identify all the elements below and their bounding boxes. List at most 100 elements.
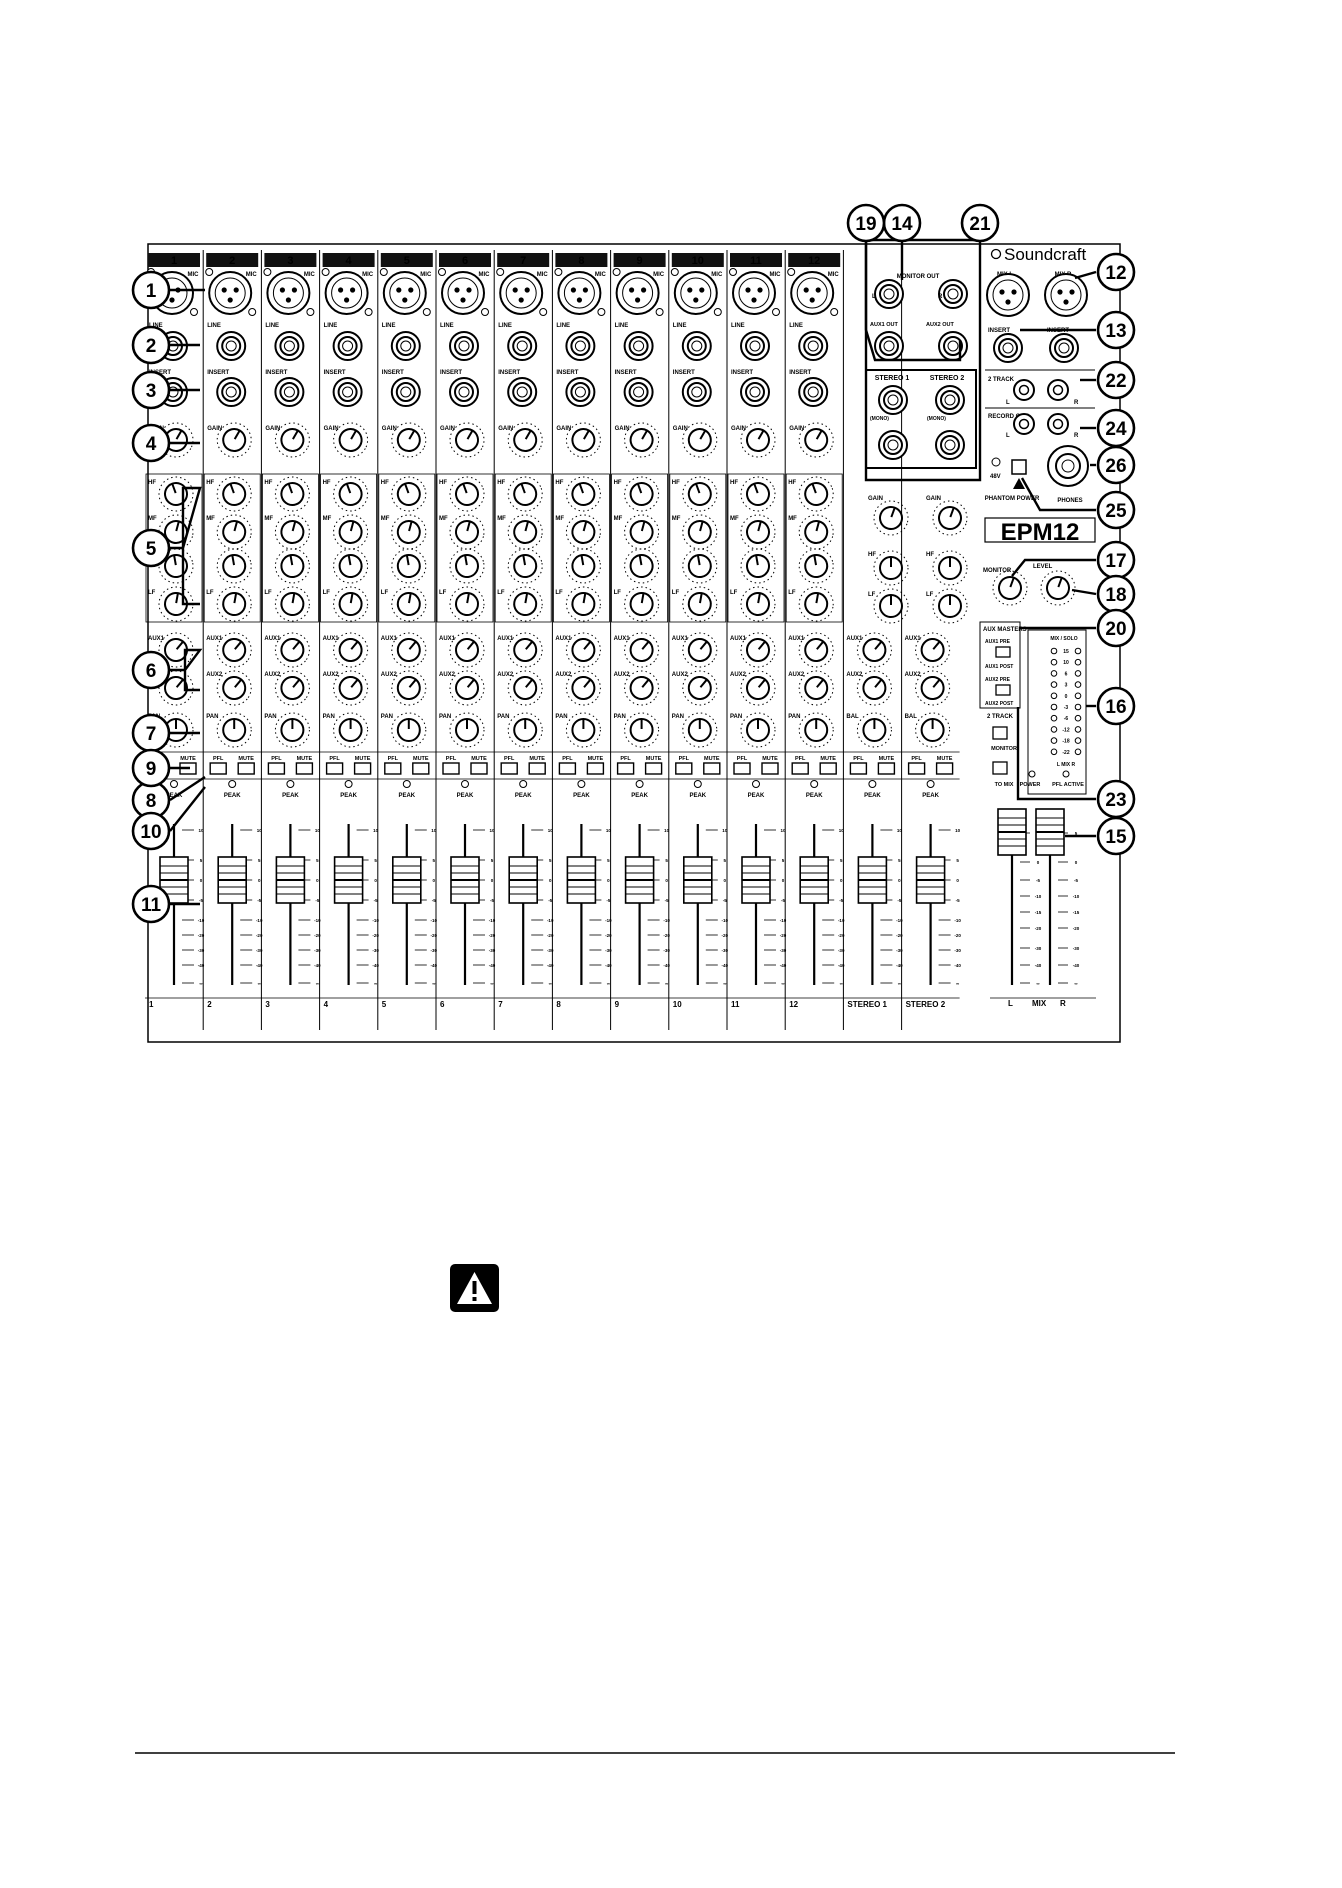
mute-button[interactable] xyxy=(586,762,605,775)
warning-triangle-icon xyxy=(450,1264,499,1312)
mute-button[interactable] xyxy=(528,762,546,775)
screw-icon xyxy=(729,268,737,276)
two-track-monitor-button[interactable] xyxy=(992,726,1008,740)
strip-name-label: STEREO 2 xyxy=(906,1000,946,1009)
mute-button[interactable] xyxy=(935,762,954,775)
fader-scale-label: -40 xyxy=(838,963,845,968)
pan-label: PAN xyxy=(206,714,218,720)
callout-circle xyxy=(131,528,171,568)
record-out-l-rca xyxy=(1013,413,1035,435)
insert-label: INSERT xyxy=(149,370,171,376)
screw-icon xyxy=(438,268,446,276)
callout-number: 23 xyxy=(1105,790,1126,811)
callout-circle xyxy=(1096,608,1136,648)
pan-label: PAN xyxy=(672,714,684,720)
mute-button[interactable] xyxy=(470,762,488,775)
line-jack-icon xyxy=(623,331,654,361)
hf-label: HF xyxy=(672,480,680,486)
peak-led xyxy=(693,780,702,788)
mute-button[interactable] xyxy=(644,762,663,775)
peak-led xyxy=(868,780,877,788)
fader-scale-label: -10 xyxy=(1073,894,1080,899)
pfl-button[interactable] xyxy=(384,762,402,775)
xlr-input-icon xyxy=(382,271,427,315)
gain-label: GAIN xyxy=(926,496,941,502)
pfl-button[interactable] xyxy=(733,762,751,775)
fader-cap xyxy=(450,856,480,904)
hf-label: HF xyxy=(730,480,738,486)
mute-button[interactable] xyxy=(819,762,837,775)
fader-scale-label: -5 xyxy=(548,898,552,903)
mute-button[interactable] xyxy=(237,762,255,775)
channel-number: 1 xyxy=(171,255,177,267)
lf-label: LF xyxy=(614,590,622,596)
mute-button[interactable] xyxy=(295,762,314,775)
lf-label: LF xyxy=(381,590,389,596)
stereo-2-label: STEREO 2 xyxy=(930,375,965,382)
meter-scale-label: -12 xyxy=(1062,727,1069,733)
fader-scale-label: -10 xyxy=(547,918,554,923)
two-track-label: 2 TRACK xyxy=(987,714,1014,720)
hf-label: HF xyxy=(148,480,156,486)
pfl-button[interactable] xyxy=(442,762,460,775)
aux1-label: AUX1 xyxy=(497,636,514,642)
peak-led xyxy=(170,780,178,788)
pfl-button[interactable] xyxy=(675,762,693,775)
screw-icon xyxy=(670,268,679,276)
mf-label: MF xyxy=(555,516,564,522)
l-label: L xyxy=(1008,999,1013,1008)
aux2-out-jack xyxy=(938,331,968,361)
fader-scale-label: ∞ xyxy=(199,981,202,986)
callout-number: 15 xyxy=(1105,827,1127,848)
pfl-label: PFL xyxy=(620,756,631,762)
fader-scale-label: -20 xyxy=(547,933,554,938)
fader-scale-label: 10 xyxy=(955,828,961,833)
meter-scale-label: 10 xyxy=(1063,660,1069,666)
pfl-button[interactable] xyxy=(907,762,926,775)
pfl-button[interactable] xyxy=(558,762,577,775)
pfl-button[interactable] xyxy=(325,762,344,775)
aux2-pre-post-button[interactable] xyxy=(995,684,1011,696)
callout-number: 8 xyxy=(146,791,157,812)
pfl-button[interactable] xyxy=(791,762,809,775)
callout-number: 14 xyxy=(891,214,913,235)
pfl-button[interactable] xyxy=(500,762,518,775)
mute-button[interactable] xyxy=(353,762,372,775)
pfl-button[interactable] xyxy=(209,762,227,775)
pfl-button[interactable] xyxy=(616,762,635,775)
aux1-pre-post-button[interactable] xyxy=(995,646,1011,658)
mute-button[interactable] xyxy=(761,762,779,775)
insert-label: INSERT xyxy=(673,370,695,376)
fader-scale-label: -10 xyxy=(431,918,438,923)
mute-button[interactable] xyxy=(703,762,721,775)
line-jack-icon xyxy=(332,331,363,361)
eq-section xyxy=(320,473,378,623)
callout-circle xyxy=(131,370,171,410)
peak-led xyxy=(461,780,469,788)
mute-button[interactable] xyxy=(412,762,430,775)
screw-icon xyxy=(205,268,214,276)
line-jack-icon xyxy=(390,331,421,361)
mute-button[interactable] xyxy=(877,762,896,775)
xlr-input-icon xyxy=(208,271,253,315)
phantom-power-button[interactable] xyxy=(1011,459,1027,475)
line-label: LINE xyxy=(324,323,338,329)
pfl-button[interactable] xyxy=(267,762,286,775)
fader-scale-label: -5 xyxy=(956,898,960,903)
fader-scale-label: 5 xyxy=(1075,831,1078,836)
pfl-button[interactable] xyxy=(849,762,868,775)
two-track-to-mix-button[interactable] xyxy=(992,761,1008,775)
line-jack-icon xyxy=(216,331,247,361)
fader-scale-label: -30 xyxy=(431,948,438,953)
mf-label: MF xyxy=(788,516,797,522)
insert-label: INSERT xyxy=(988,328,1010,334)
fader-scale-label: -30 xyxy=(547,948,554,953)
fader-scale-label: -5 xyxy=(781,898,785,903)
hf-label: HF xyxy=(264,480,272,486)
strip-name-label: 9 xyxy=(615,1000,620,1009)
line-label: LINE xyxy=(615,323,629,329)
callout-number: 18 xyxy=(1105,585,1126,606)
pfl-label: PFL xyxy=(504,756,515,762)
pan-label: PAN xyxy=(323,714,335,720)
